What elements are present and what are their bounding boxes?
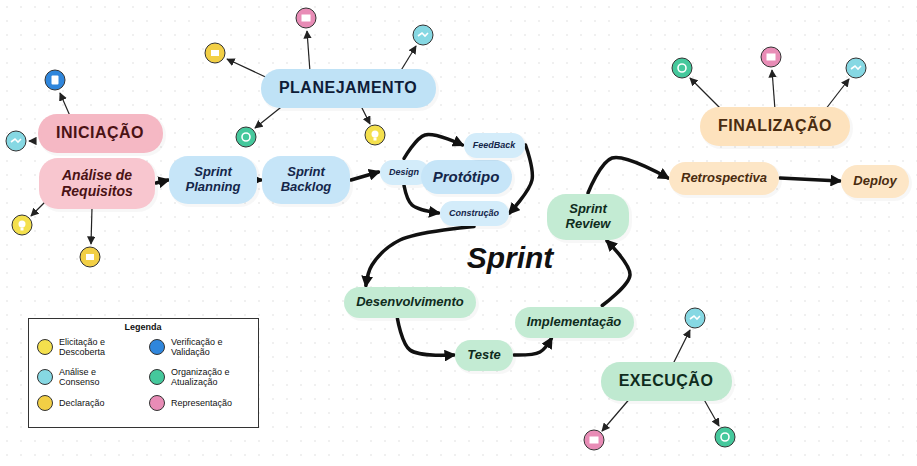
phase-title: EXECUÇÃO (604, 365, 729, 398)
legend-text: Elicitação e Descoberta (59, 337, 135, 358)
node-text: Sprint Review (559, 202, 617, 232)
leader-line (60, 93, 70, 116)
representation-icon (296, 8, 316, 28)
phase-title: FINALIZAÇÃO (703, 110, 847, 143)
process-blob: Sprint Planning (172, 159, 254, 201)
legend-text: Organização e Atualização (171, 367, 247, 388)
consensus-icon (846, 58, 866, 78)
node-text: Design (389, 167, 419, 177)
node-text: EXECUÇÃO (619, 372, 714, 390)
legend-item: Elicitação e Descoberta (37, 337, 135, 358)
legend-item: Representação (149, 395, 247, 411)
process-blob: Protótipo (424, 163, 509, 191)
legend-box: Elicitação e Descoberta Verificação e Val… (28, 318, 259, 428)
legend-swatch (37, 369, 53, 385)
representation-icon (761, 47, 781, 67)
leader-line (227, 59, 272, 80)
legend-title: Legenda (124, 322, 161, 332)
elicitation-icon (365, 125, 385, 145)
leader-lines (29, 31, 849, 431)
organization-icon (236, 127, 256, 147)
leader-line (602, 396, 632, 431)
node-text: PLANEJAMENTO (279, 79, 417, 97)
node-text: Deploy (853, 174, 896, 189)
consensus-icon (6, 131, 26, 151)
leader-line (91, 208, 92, 244)
node-text: Construção (449, 208, 499, 218)
node-text: FINALIZAÇÃO (718, 117, 832, 135)
legend-text: Declaração (59, 398, 135, 408)
elicitation-icon (12, 215, 32, 235)
legend-swatch (149, 395, 165, 411)
legend-swatch (149, 339, 165, 355)
process-blob: Sprint Backlog (265, 159, 347, 201)
declaration-icon (80, 247, 100, 267)
legend-item: Organização e Atualização (149, 367, 247, 388)
leader-line (672, 330, 690, 366)
leader-line (360, 104, 370, 124)
legend-swatch (37, 395, 53, 411)
leader-line (31, 199, 48, 216)
node-text: FeedBack (473, 140, 516, 150)
node-text: Desenvolvimento (356, 295, 464, 310)
stage-icons (6, 8, 866, 450)
legend-text: Representação (171, 398, 247, 408)
flow-arrow (366, 227, 474, 286)
node-text: Protótipo (433, 168, 500, 185)
flow-arrow (156, 180, 168, 183)
leader-line (772, 70, 775, 110)
leader-line (702, 396, 719, 426)
node-text: Sprint Planning (181, 165, 245, 195)
legend-text: Análise e Consenso (59, 367, 135, 388)
legend-item: Verificação e Validação (149, 337, 247, 358)
step-blob: Construção (443, 204, 506, 223)
phase-title: PLANEJAMENTO (264, 72, 433, 105)
process-blob: Retrospectiva (672, 165, 776, 192)
process-blob: Sprint Review (550, 197, 626, 237)
step-blob: Design (383, 163, 426, 182)
process-blob: Deploy (844, 168, 906, 195)
flow-arrow (404, 135, 463, 159)
node-text: Retrospectiva (681, 171, 767, 186)
flow-arrow (397, 319, 454, 356)
legend-swatch (37, 339, 53, 355)
cycle-title: Sprint (467, 241, 554, 275)
node-text: Sprint Backlog (274, 165, 338, 195)
organization-icon (715, 427, 735, 447)
leader-line (690, 78, 722, 110)
consensus-icon (413, 25, 433, 45)
representation-icon (584, 430, 604, 450)
leader-line (825, 79, 849, 110)
organization-icon (672, 58, 692, 78)
leader-line (400, 46, 416, 72)
legend-item: Análise e Consenso (37, 367, 135, 388)
node-text: Teste (467, 348, 500, 363)
legend-swatch (149, 369, 165, 385)
flow-arrow (588, 157, 668, 193)
process-blob: Desenvolvimento (347, 290, 473, 315)
node-text: Análise de Requisitos (51, 167, 143, 199)
node-text: Implementação (527, 315, 622, 330)
process-blob: Teste (458, 343, 510, 368)
process-blob: Implementação (518, 310, 631, 335)
leader-line (255, 104, 285, 128)
process-blob: Análise de Requisitos (42, 161, 152, 206)
flow-arrow (351, 172, 379, 180)
step-blob: FeedBack (467, 136, 522, 155)
phase-title: INICIAÇÃO (41, 117, 160, 150)
flow-arrow (602, 241, 630, 306)
leader-line (307, 31, 310, 72)
legend-item: Declaração (37, 395, 135, 411)
verification-icon (45, 70, 65, 90)
leader-line (29, 140, 36, 141)
declaration-icon (205, 43, 225, 63)
legend-text: Verificação e Validação (171, 337, 247, 358)
node-text: INICIAÇÃO (56, 124, 144, 142)
flow-arrow (514, 339, 551, 356)
flow-arrow (780, 178, 840, 181)
flow-arrow (510, 145, 533, 213)
consensus-icon (685, 308, 705, 328)
flow-arrow (258, 178, 261, 182)
